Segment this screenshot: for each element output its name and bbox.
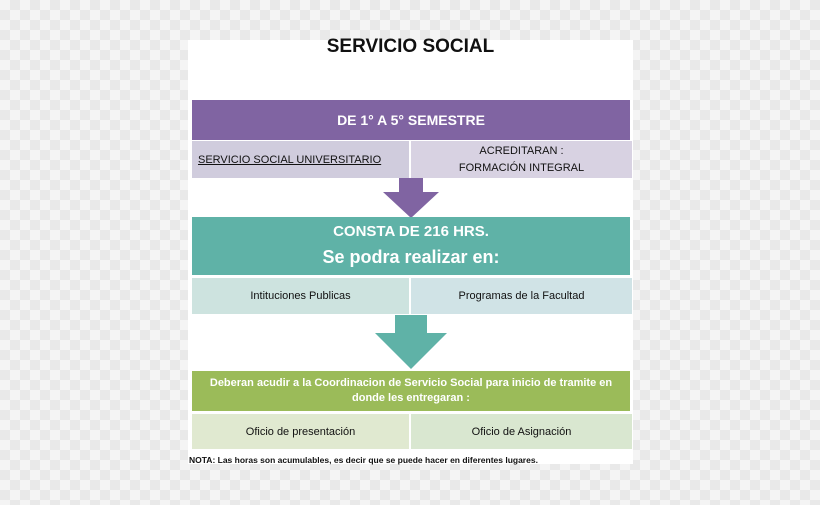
semester-header: DE 1° A 5° SEMESTRE: [192, 100, 630, 140]
down-arrow-icon: [375, 315, 447, 369]
formacion-integral-label: FORMACIÓN INTEGRAL: [458, 161, 585, 174]
coordinacion-line1: Deberan acudir a la Coordinacion de Serv…: [209, 377, 613, 389]
servicio-social-universitario-label: SERVICIO SOCIAL UNIVERSITARIO: [198, 153, 382, 166]
down-arrow-icon: [383, 178, 439, 218]
acreditaran-label: ACREDITARAN :: [479, 144, 564, 157]
acreditaran-cell: ACREDITARAN : FORMACIÓN INTEGRAL: [411, 141, 632, 178]
coordinacion-line2: donde les entregaran :: [352, 392, 470, 404]
diagram-title: SERVICIO SOCIAL: [326, 36, 495, 57]
realizar-label: Se podra realizar en:: [322, 247, 500, 267]
oficio-asignacion-cell: Oficio de Asignación: [411, 414, 632, 449]
servicio-social-universitario-cell: SERVICIO SOCIAL UNIVERSITARIO: [192, 141, 409, 178]
programas-facultad-cell: Programas de la Facultad: [411, 278, 632, 314]
hours-label: CONSTA DE 216 HRS.: [333, 223, 489, 240]
instituciones-publicas-cell: Intituciones Publicas: [192, 278, 409, 314]
coordinacion-header: Deberan acudir a la Coordinacion de Serv…: [192, 371, 630, 411]
hours-header: CONSTA DE 216 HRS. Se podra realizar en:: [192, 217, 630, 275]
footnote: NOTA: Las horas son acumulables, es deci…: [189, 455, 538, 465]
oficio-presentacion-cell: Oficio de presentación: [192, 414, 409, 449]
